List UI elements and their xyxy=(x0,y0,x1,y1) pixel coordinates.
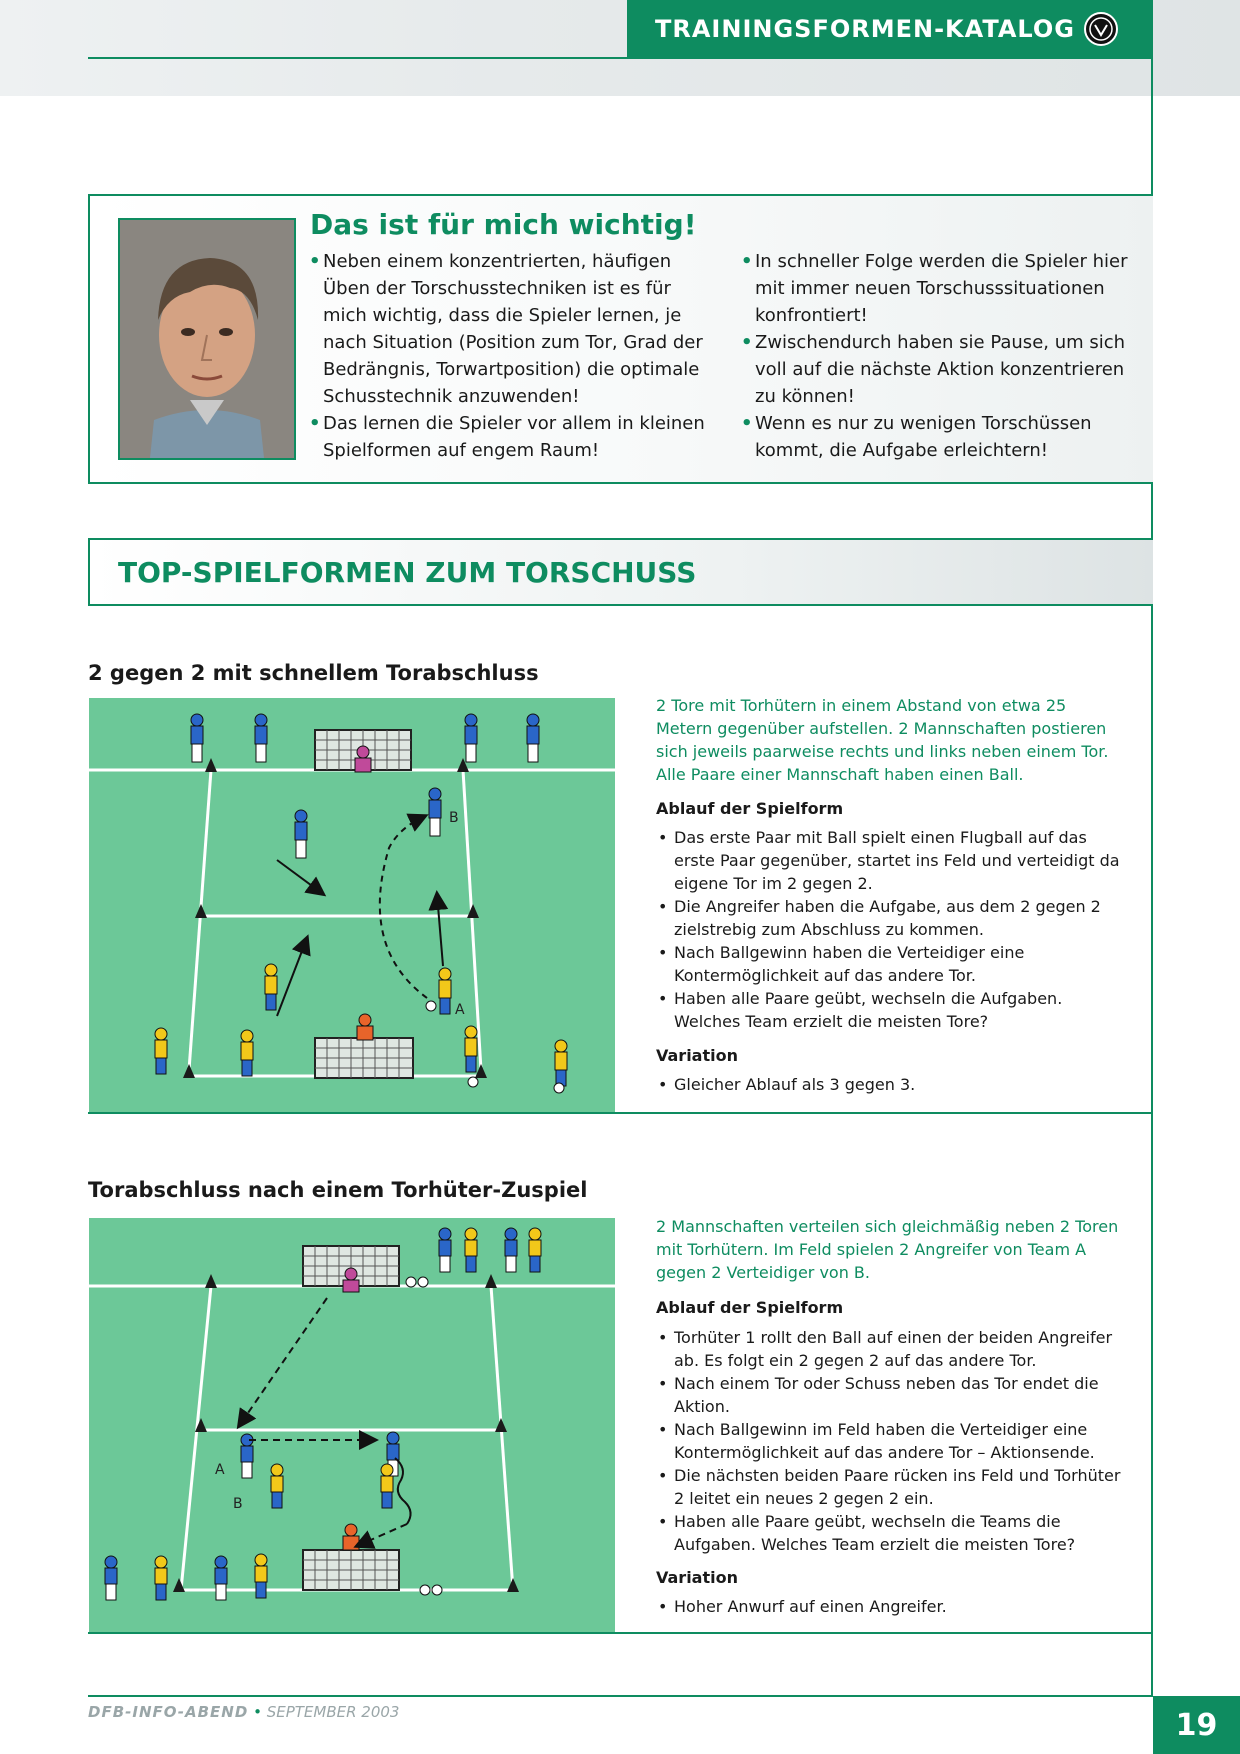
drill1-diagram: B A xyxy=(89,698,615,1112)
list-item: Das erste Paar mit Ball spielt einen Flu… xyxy=(656,826,1126,895)
list-item: Wenn es nur zu wenigen Torschüssen kommt… xyxy=(741,410,1141,464)
drill1-variation-heading: Variation xyxy=(656,1046,738,1065)
drill2-rule xyxy=(88,1632,1153,1634)
list-item: Nach Ballgewinn haben die Verteidiger ei… xyxy=(656,941,1126,987)
drill1-rule xyxy=(88,1112,1153,1114)
drill2-title: Torabschluss nach einem Torhüter-Zuspiel xyxy=(88,1178,588,1202)
list-item: In schneller Folge werden die Spieler hi… xyxy=(741,248,1141,329)
section-heading: TOP-SPIELFORMEN ZUM TORSCHUSS xyxy=(88,538,1153,606)
list-item: Neben einem konzentrierten, häufigen Übe… xyxy=(309,248,709,410)
drill1-variation-list: Gleicher Ablauf als 3 gegen 3. xyxy=(656,1073,1126,1096)
drill2-intro: 2 Mannschaften verteilen sich gleichmäßi… xyxy=(656,1217,1119,1282)
drill2-ablauf-heading: Ablauf der Spielform xyxy=(656,1298,844,1317)
catalog-title-banner: TRAININGSFORMEN-KATALOG xyxy=(627,0,1153,58)
label-a: A xyxy=(455,1002,465,1018)
list-item: Die Angreifer haben die Aufgabe, aus dem… xyxy=(656,895,1126,941)
dfb-logo-icon xyxy=(1084,12,1118,46)
right-margin-rule xyxy=(1151,58,1153,1696)
drill2-ablauf-list: Torhüter 1 rollt den Ball auf einen der … xyxy=(656,1326,1126,1556)
page-number-box: 19 xyxy=(1153,1696,1240,1754)
list-item: Gleicher Ablauf als 3 gegen 3. xyxy=(656,1073,1126,1096)
footer-date: SEPTEMBER 2003 xyxy=(266,1703,400,1721)
list-item: Nach einem Tor oder Schuss neben das Tor… xyxy=(656,1372,1126,1418)
coach-right-points: In schneller Folge werden die Spieler hi… xyxy=(741,248,1141,464)
coach-portrait xyxy=(118,218,296,460)
section-title: TOP-SPIELFORMEN ZUM TORSCHUSS xyxy=(118,555,697,589)
header-rule xyxy=(88,57,1153,59)
list-item: Haben alle Paare geübt, wechseln die Tea… xyxy=(656,1510,1126,1556)
list-item: Die nächsten beiden Paare rücken ins Fel… xyxy=(656,1464,1126,1510)
label-a: A xyxy=(215,1462,225,1478)
list-item: Nach Ballgewinn im Feld haben die Vertei… xyxy=(656,1418,1126,1464)
list-item: Hoher Anwurf auf einen Angreifer. xyxy=(656,1595,1126,1618)
footer-publication: DFB-INFO-ABEND xyxy=(88,1703,249,1721)
page-number: 19 xyxy=(1175,1707,1218,1743)
list-item: Das lernen die Spieler vor allem in klei… xyxy=(309,410,709,464)
list-item: Torhüter 1 rollt den Ball auf einen der … xyxy=(656,1326,1126,1372)
drill2-diagram: A B xyxy=(89,1218,615,1632)
footer-rule xyxy=(88,1695,1153,1697)
drill2-variation-heading: Variation xyxy=(656,1568,738,1587)
goal-bottom xyxy=(302,1549,400,1591)
footer-text: DFB-INFO-ABEND • SEPTEMBER 2003 xyxy=(88,1703,399,1721)
drill2-variation-list: Hoher Anwurf auf einen Angreifer. xyxy=(656,1595,1126,1618)
drill1-ablauf-list: Das erste Paar mit Ball spielt einen Flu… xyxy=(656,826,1126,1033)
footer-separator: • xyxy=(253,1703,262,1721)
list-item: Haben alle Paare geübt, wechseln die Auf… xyxy=(656,987,1126,1033)
coach-title: Das ist für mich wichtig! xyxy=(310,208,697,241)
drill1-title: 2 gegen 2 mit schnellem Torabschluss xyxy=(88,661,539,685)
drill1-ablauf-heading: Ablauf der Spielform xyxy=(656,799,844,818)
label-b: B xyxy=(233,1496,243,1512)
catalog-title: TRAININGSFORMEN-KATALOG xyxy=(655,15,1075,43)
list-item: Zwischendurch haben sie Pause, um sich v… xyxy=(741,329,1141,410)
drill1-intro: 2 Tore mit Torhütern in einem Abstand vo… xyxy=(656,696,1109,784)
label-b: B xyxy=(449,810,459,826)
coach-left-points: Neben einem konzentrierten, häufigen Übe… xyxy=(309,248,709,464)
goal-bottom xyxy=(314,1037,414,1079)
